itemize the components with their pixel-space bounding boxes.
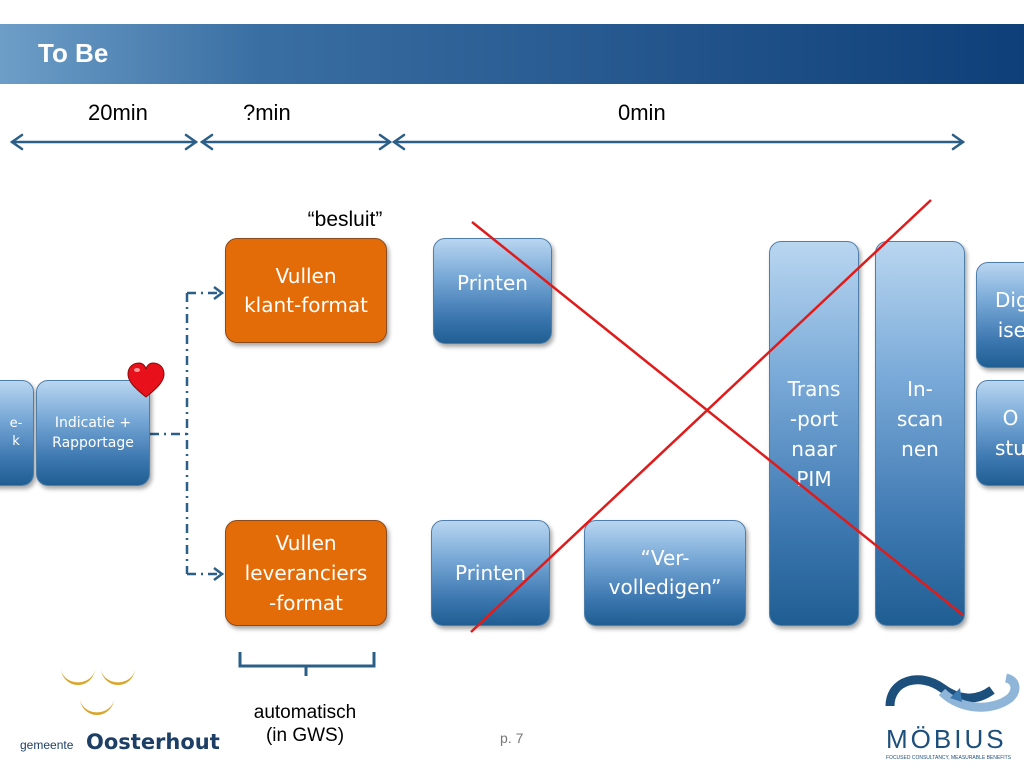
process-box-label: Trans -port naar PIM (787, 377, 841, 491)
mobius-tagline: FOCUSED CONSULTANCY, MEASURABLE BENEFITS (886, 755, 1012, 761)
timeline-arrow-2 (199, 133, 393, 151)
municipality-name: Oosterhout (86, 730, 220, 754)
process-box-label: Printen (457, 271, 528, 295)
mobius-logo: MÖBIUS FOCUSED CONSULTANCY, MEASURABLE B… (880, 668, 1024, 768)
process-box-printen-bottom: Printen (431, 520, 550, 626)
timeline-label-qmin: ?min (243, 100, 291, 125)
process-box-vervolledigen: “Ver- volledigen” (584, 520, 746, 626)
process-box-inscannen: In- scan nen (875, 241, 965, 626)
slide-title: To Be (38, 38, 109, 68)
process-box-label: Dig ise (995, 288, 1024, 342)
process-box-opsturen-cut: O stu (976, 380, 1024, 486)
process-box-left-cut: e- k (0, 380, 34, 486)
timeline-label-20min: 20min (88, 100, 148, 125)
annotation-automatisch: automatisch (in GWS) (253, 702, 357, 746)
mobius-name: MÖBIUS (886, 724, 1007, 754)
timeline-arrow-3 (391, 133, 966, 151)
connector-arrowhead-top (213, 286, 225, 300)
split-connector (150, 291, 222, 576)
process-box-label: Printen (455, 561, 526, 585)
title-bar: To Be (0, 24, 1024, 84)
process-box-digitaliseren-cut: Dig ise (976, 262, 1024, 368)
process-box-label: Indicatie + Rapportage (52, 415, 134, 451)
heart-icon (127, 362, 165, 398)
process-box-vullen-klant-format: Vullen klant-format (225, 238, 387, 343)
process-box-printen-top: Printen (433, 238, 552, 344)
municipality-prefix: gemeente (20, 738, 74, 752)
timeline-arrow-1 (9, 133, 199, 151)
process-box-vullen-leveranciers-format: Vullen leveranciers -format (225, 520, 387, 626)
automation-brace (238, 652, 376, 676)
process-box-label: In- scan nen (896, 377, 944, 461)
cross-out-mark (470, 199, 964, 633)
process-box-label: “Ver- volledigen” (608, 546, 722, 599)
connector-arrowhead-bottom (213, 567, 225, 581)
process-box-label: O stu (995, 406, 1024, 460)
page-number: p. 7 (500, 730, 524, 746)
annotation-besluit: “besluit” (307, 208, 383, 231)
timeline-label-0min: 0min (618, 100, 666, 125)
process-box-indicatie-rapportage: Indicatie + Rapportage (36, 380, 150, 486)
mobius-loop-icon (885, 673, 1020, 712)
oosterhout-emblem-icon (61, 668, 135, 715)
process-box-label: Vullen klant-format (244, 263, 368, 317)
oosterhout-logo: gemeente Oosterhout (18, 660, 223, 760)
process-box-label: e- k (9, 416, 23, 449)
process-box-transport-naar-pim: Trans -port naar PIM (769, 241, 859, 626)
process-box-label: Vullen leveranciers -format (244, 531, 368, 615)
